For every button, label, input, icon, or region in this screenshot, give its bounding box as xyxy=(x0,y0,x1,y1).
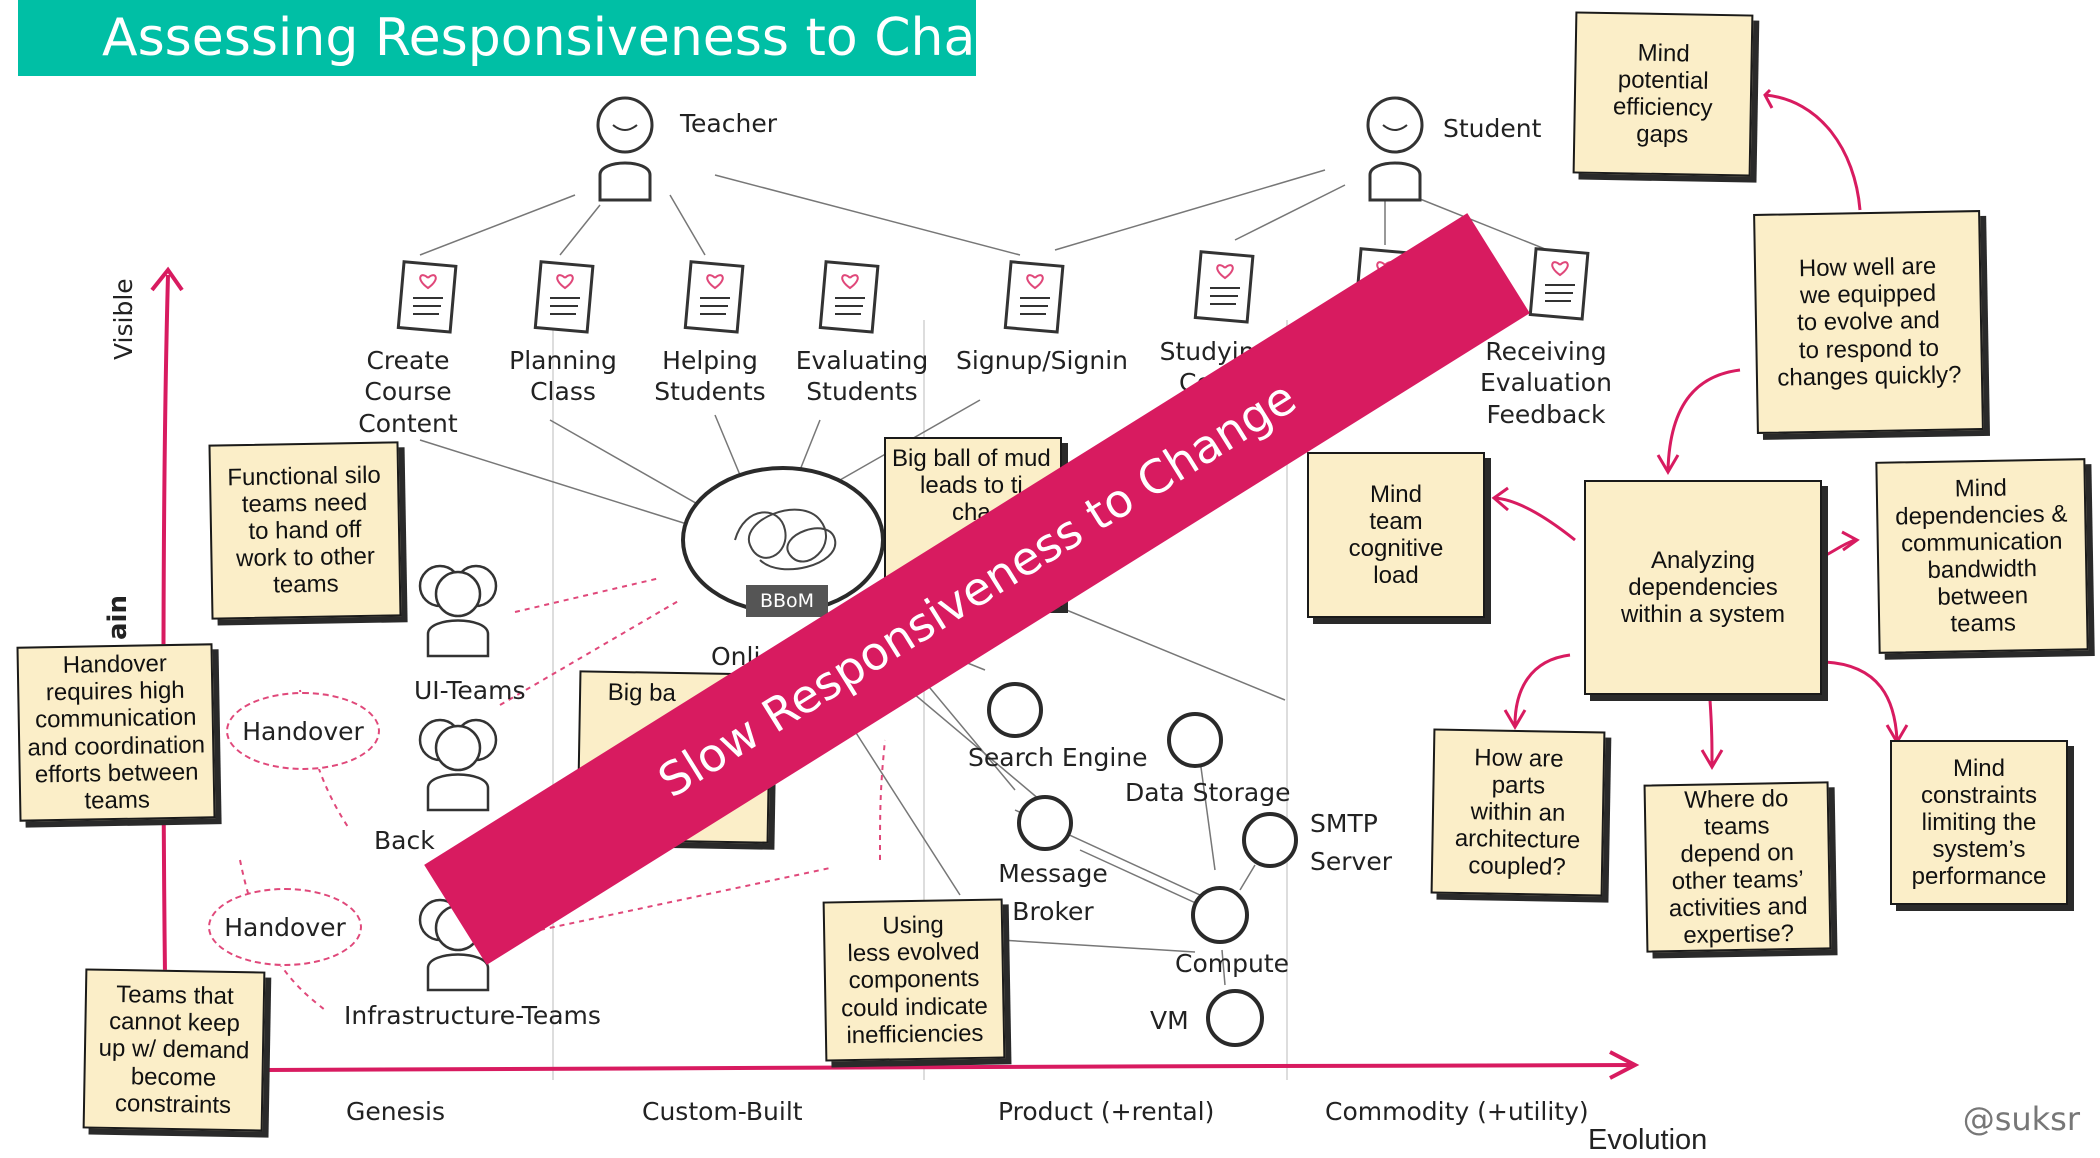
need-label: Create Course Content xyxy=(358,346,458,438)
component-label: Search Engine xyxy=(968,743,1148,772)
document-heart-icon xyxy=(1193,250,1255,324)
document-heart-icon xyxy=(683,260,745,334)
y-axis-fragment: ain xyxy=(103,595,133,640)
note-handover-requires: Handover requires high communication and… xyxy=(16,643,216,822)
need-label: Receiving Evaluation Feedback xyxy=(1480,337,1612,429)
node-data-storage xyxy=(1167,712,1223,768)
note-less-evolved: Using less evolved components could indi… xyxy=(822,898,1006,1062)
document-heart-icon xyxy=(818,260,880,334)
x-axis-label: Evolution xyxy=(1588,1124,1708,1156)
need-label: Evaluating Students xyxy=(795,346,929,407)
document-heart-icon xyxy=(1528,247,1590,321)
need-label: Signup/Signin xyxy=(956,346,1128,375)
node-smtp-server xyxy=(1242,812,1298,868)
teacher-user-icon xyxy=(596,96,654,202)
document-heart-icon xyxy=(396,260,458,334)
handover-bubble: Handover xyxy=(208,888,362,966)
student-user-icon xyxy=(1366,96,1424,202)
author-credit: @suksr xyxy=(1962,1100,2080,1138)
component-label: Compute xyxy=(1175,949,1290,978)
teacher-label: Teacher xyxy=(680,109,777,138)
y-axis-line xyxy=(161,274,170,976)
bbom-tag: BBoM xyxy=(746,585,828,617)
note-dependencies-bandwidth: Mind dependencies & communication bandwi… xyxy=(1875,458,2089,654)
note-potential-gaps: Mind potential efficiency gaps xyxy=(1572,11,1754,177)
stage-label: Product (+rental) xyxy=(998,1097,1215,1126)
note-teams-keep-up: Teams that cannot keep up w/ demand beco… xyxy=(82,968,266,1132)
stage-label: Commodity (+utility) xyxy=(1325,1097,1589,1126)
component-label: SMTP Server xyxy=(1310,809,1392,876)
note-how-well-equipped: How well are we equipped to evolve and t… xyxy=(1753,210,1984,434)
note-mind-constraints: Mind constraints limiting the system’s p… xyxy=(1890,740,2068,905)
node-search-engine xyxy=(987,682,1043,738)
team-label: Back xyxy=(374,826,435,855)
team-icon xyxy=(418,564,498,658)
note-team-dependencies: Where do teams depend on other teams’ ac… xyxy=(1643,781,1832,953)
user-need-links xyxy=(419,169,1561,256)
node-compute xyxy=(1191,886,1249,944)
handover-bubble: Handover xyxy=(226,692,380,770)
component-nodes xyxy=(987,682,1298,1047)
page-title: Assessing Responsiveness to Change xyxy=(102,8,1074,68)
team-label: Infrastructure-Teams xyxy=(344,1001,601,1030)
need-label: Planning Class xyxy=(509,346,617,407)
stage-label: Genesis xyxy=(346,1097,445,1126)
bbom-scribble xyxy=(734,508,837,571)
node-message-broker xyxy=(1017,795,1073,851)
question-arrows xyxy=(1491,88,1909,770)
need-component-links xyxy=(419,399,1286,986)
note-functional-silo: Functional silo teams need to hand off w… xyxy=(208,441,402,620)
note-analyzing-dependencies: Analyzing dependencies within a system xyxy=(1584,480,1822,695)
node-vm xyxy=(1206,989,1264,1047)
note-team-cognitive-load: Mind team cognitive load xyxy=(1307,452,1485,618)
note-how-coupled: How are parts within an architecture cou… xyxy=(1430,728,1606,897)
component-label: VM xyxy=(1150,1006,1189,1035)
team-icon xyxy=(418,718,498,812)
student-label: Student xyxy=(1443,114,1542,143)
component-label: Data Storage xyxy=(1125,778,1291,807)
title-bar: Assessing Responsiveness to Change xyxy=(18,0,1073,76)
stage-label: Custom-Built xyxy=(642,1097,803,1126)
document-heart-icon xyxy=(1003,260,1065,334)
document-heart-icon xyxy=(533,260,595,334)
team-label: UI-Teams xyxy=(414,676,526,705)
component-label: Message Broker xyxy=(998,859,1108,926)
x-axis-line xyxy=(264,1063,1636,1072)
need-label: Helping Students xyxy=(654,346,766,407)
y-axis-label: Visible xyxy=(109,278,138,360)
